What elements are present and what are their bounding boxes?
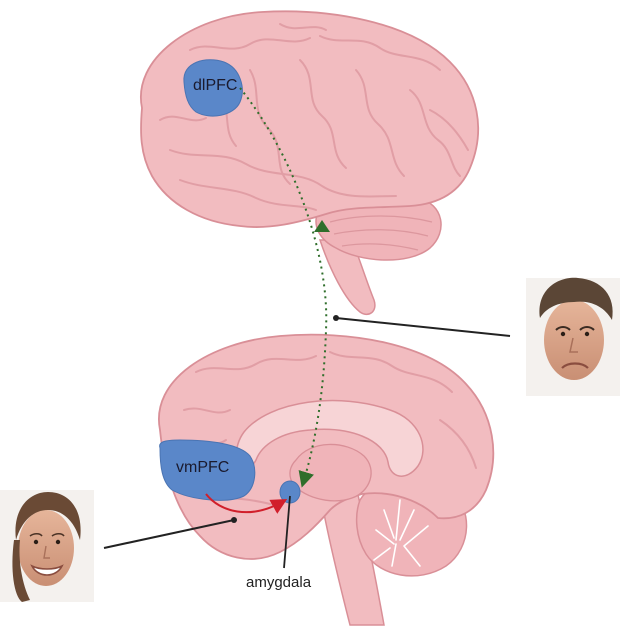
thalamus xyxy=(290,444,371,500)
vmpfc-label: vmPFC xyxy=(176,460,229,476)
top-brain-lateral xyxy=(141,11,478,314)
smiling-face-photo xyxy=(0,490,94,602)
bottom-brain-medial xyxy=(159,335,493,625)
amygdala-label: amygdala xyxy=(246,575,311,590)
dlpfc-label: dlPFC xyxy=(193,78,237,94)
top-face-pointer-line xyxy=(336,318,510,336)
sad-face-photo xyxy=(526,278,620,396)
